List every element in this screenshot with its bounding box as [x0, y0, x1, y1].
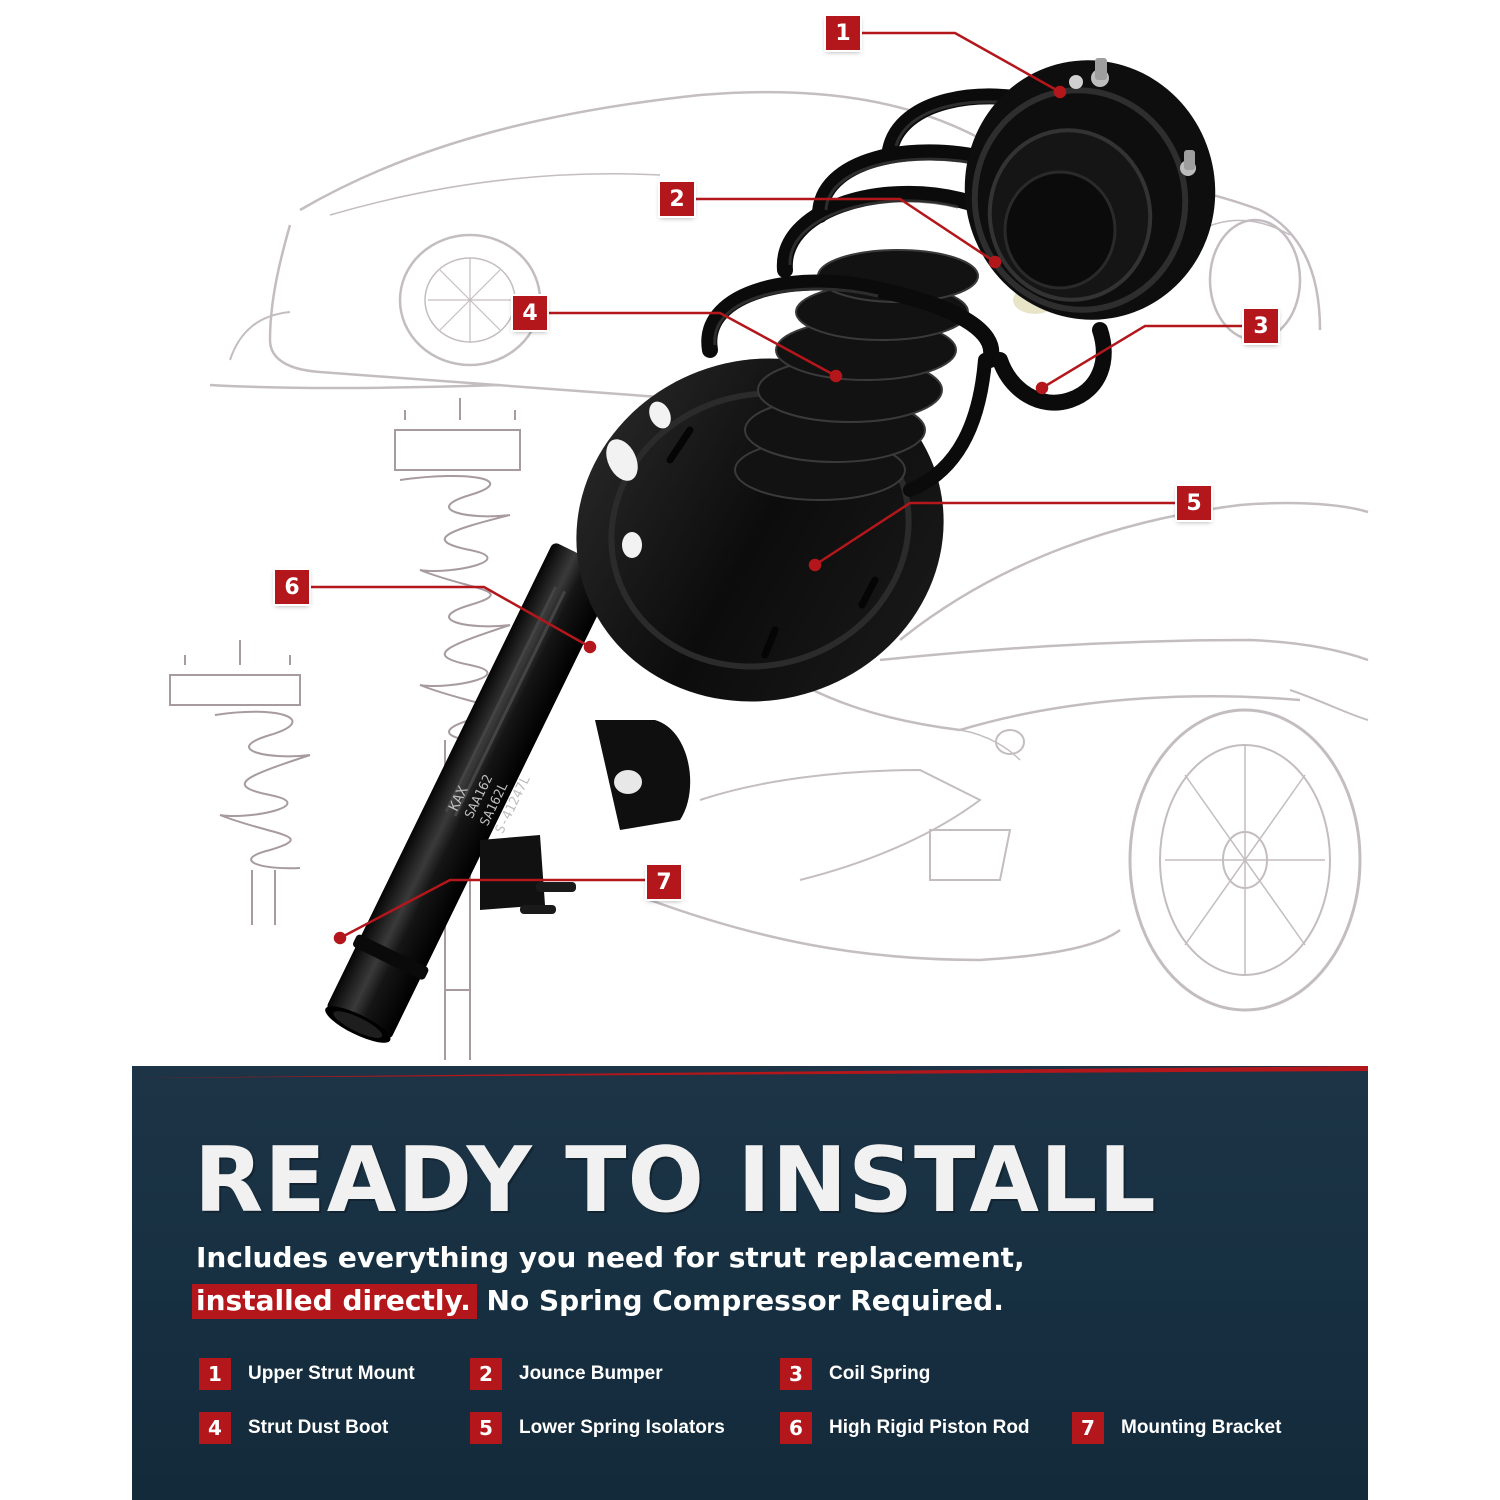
subtitle-highlight: installed directly.: [192, 1284, 477, 1319]
part-number-badge: 2: [470, 1358, 502, 1390]
part-number-badge: 6: [780, 1412, 812, 1444]
part-number-badge: 3: [780, 1358, 812, 1390]
callout-4: 4: [513, 296, 547, 330]
sketch-strut-short: [169, 640, 311, 925]
info-panel: READY TO INSTALL Includes everything you…: [132, 1066, 1368, 1500]
upper-strut-mount: [964, 58, 1216, 320]
red-accent-stripe: [132, 1066, 1368, 1078]
callout-3: 3: [1244, 309, 1278, 343]
part-item-jounce-bumper: 2 Jounce Bumper: [470, 1358, 663, 1390]
part-number-badge: 7: [1072, 1412, 1104, 1444]
callout-1: 1: [826, 16, 860, 50]
part-label: Lower Spring Isolators: [519, 1417, 725, 1438]
subtitle: Includes everything you need for strut r…: [192, 1236, 1025, 1322]
part-label: Coil Spring: [829, 1363, 931, 1384]
part-item-upper-strut-mount: 1 Upper Strut Mount: [199, 1358, 415, 1390]
part-item-coil-spring: 3 Coil Spring: [780, 1358, 930, 1390]
callout-2: 2: [660, 182, 694, 216]
part-item-mounting-bracket: 7 Mounting Bracket: [1072, 1412, 1281, 1444]
part-item-strut-dust-boot: 4 Strut Dust Boot: [199, 1412, 388, 1444]
car-sketch-bottom: [649, 501, 1369, 1012]
part-label: Strut Dust Boot: [248, 1417, 389, 1438]
subtitle-line-1: Includes everything you need for strut r…: [196, 1241, 1025, 1274]
callout-6: 6: [275, 570, 309, 604]
callout-5: 5: [1177, 486, 1211, 520]
part-label: High Rigid Piston Rod: [829, 1417, 1030, 1438]
part-label: Jounce Bumper: [519, 1363, 663, 1384]
headline: READY TO INSTALL: [194, 1128, 1157, 1233]
mounting-bracket: [480, 720, 691, 914]
dust-boot: [734, 249, 979, 501]
callout-7: 7: [647, 865, 681, 899]
part-label: Upper Strut Mount: [248, 1363, 415, 1384]
part-label: Mounting Bracket: [1121, 1417, 1282, 1438]
subtitle-line-2: installed directly. No Spring Compressor…: [192, 1279, 1025, 1322]
strut-body: [325, 543, 617, 1043]
strut-markings: KAX SAA162 SA162L S-41247L: [446, 772, 534, 836]
part-number-badge: 1: [199, 1358, 231, 1390]
part-item-lower-spring-isolators: 5 Lower Spring Isolators: [470, 1412, 725, 1444]
subtitle-rest: No Spring Compressor Required.: [476, 1284, 1004, 1317]
part-item-high-rigid-piston-rod: 6 High Rigid Piston Rod: [780, 1412, 1030, 1444]
part-number-badge: 4: [199, 1412, 231, 1444]
leader-lines: [308, 31, 1245, 945]
part-number-badge: 5: [470, 1412, 502, 1444]
